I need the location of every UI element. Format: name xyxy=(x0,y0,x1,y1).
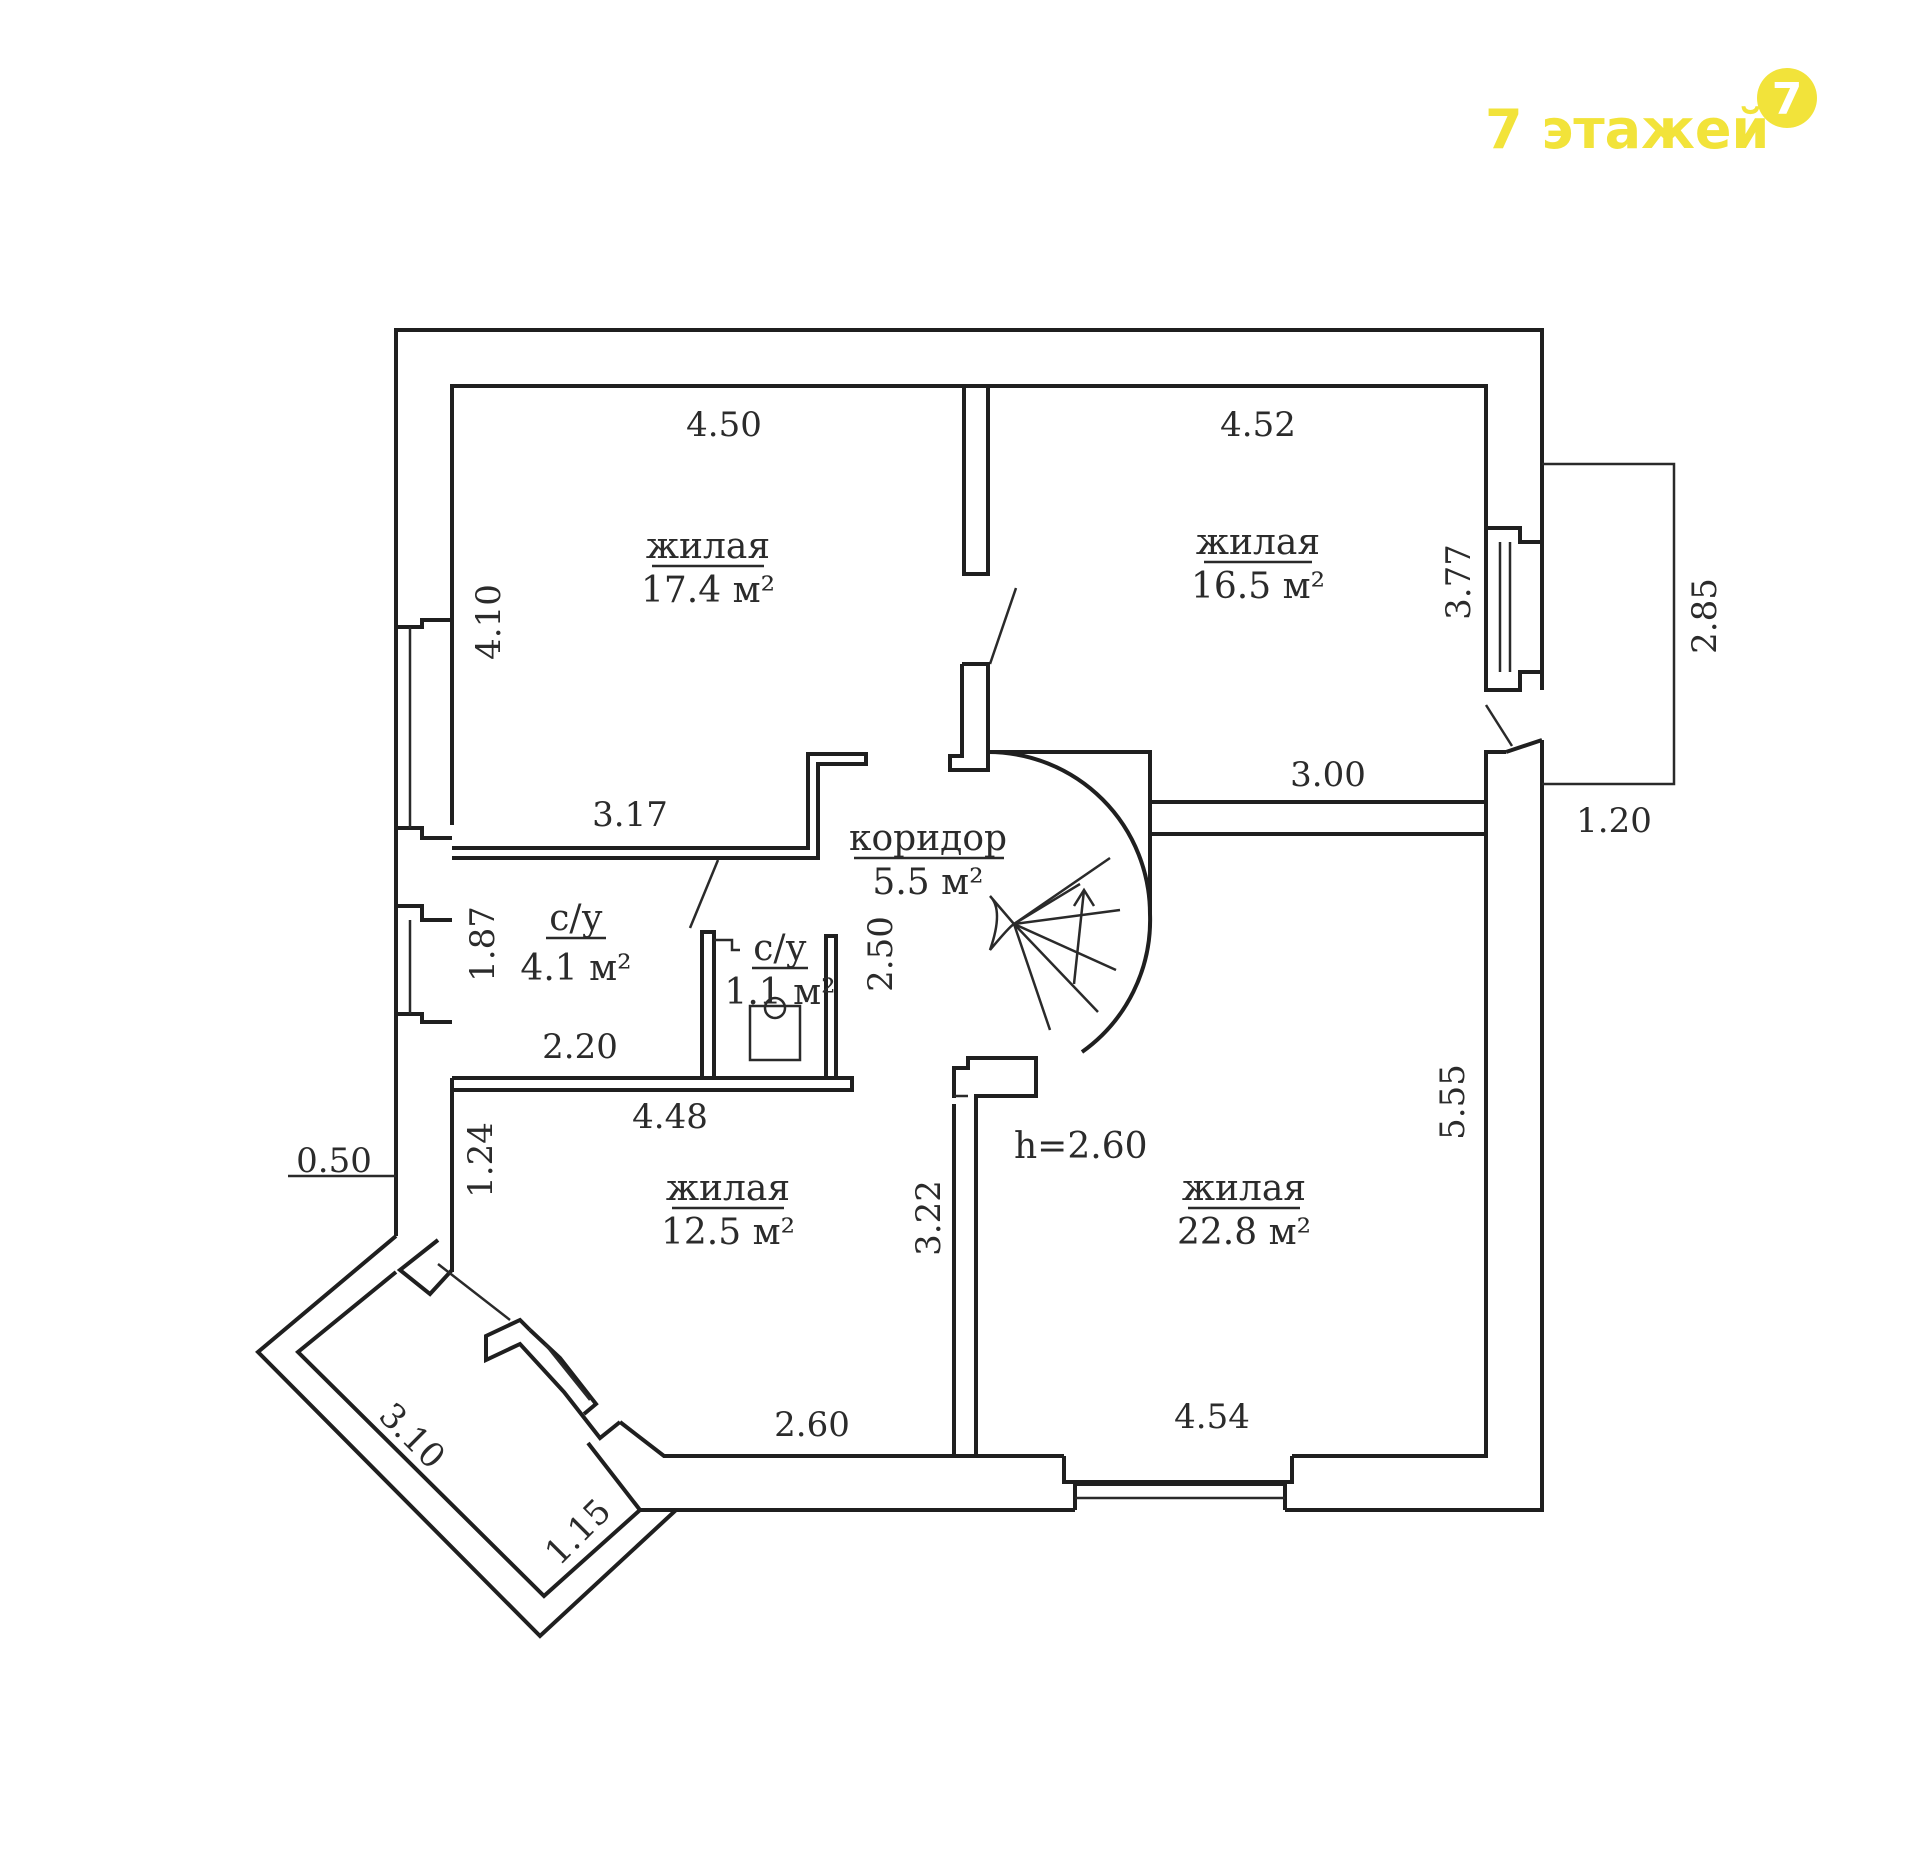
partition-top-center xyxy=(962,384,990,576)
room-label-top-right: жилая 16.5 м² xyxy=(1191,522,1325,607)
right-window-frame xyxy=(1486,526,1542,544)
toilet-bowl-icon xyxy=(763,996,787,1020)
dimension-lines xyxy=(288,462,1676,1178)
room-label-bath-small: с/у 1.1 м² xyxy=(724,928,835,1013)
bottom-window-frame xyxy=(1062,1456,1294,1484)
dim-label: 2.85 xyxy=(1685,578,1725,654)
bay-window-glass xyxy=(544,1343,591,1401)
dim-label: 1.15 xyxy=(537,1491,619,1573)
wall-room-tl-bottom xyxy=(452,752,868,860)
balcony-outer xyxy=(255,1234,678,1639)
brand-badge-digit: 7 xyxy=(1772,74,1803,125)
room-type-label: с/у xyxy=(753,928,806,969)
balcony-door-jamb xyxy=(1505,738,1543,754)
dim-label: 4.50 xyxy=(686,405,762,445)
dim-label: 0.50 xyxy=(296,1141,372,1181)
bath-small-wall xyxy=(714,938,740,952)
stair-lower-arc xyxy=(1080,752,1153,1054)
dim-label: 1.24 xyxy=(461,1122,501,1198)
room-label-bath-large: с/у 4.1 м² xyxy=(520,898,631,989)
bath-door-leaf xyxy=(688,859,720,929)
room-area-label: 17.4 м² xyxy=(641,570,775,611)
partition-stair-left xyxy=(948,662,990,772)
wall-bath-bottom xyxy=(452,1076,854,1092)
room-area-label: 1.1 м² xyxy=(724,972,835,1013)
partition-center-lower xyxy=(952,1056,1038,1458)
room-type-label: жилая xyxy=(666,1168,790,1209)
room-area-label: 12.5 м² xyxy=(661,1212,795,1253)
dim-label: 5.55 xyxy=(1433,1064,1473,1140)
room-type-label: с/у xyxy=(549,898,602,939)
dim-label: 4.48 xyxy=(632,1097,708,1137)
room-type-label: жилая xyxy=(1182,1168,1306,1209)
inner-wall-bottom xyxy=(618,1420,1064,1458)
dim-label: 4.52 xyxy=(1220,405,1296,445)
room-label-bottom-left: жилая 12.5 м² xyxy=(661,1168,795,1253)
brand-badge-icon xyxy=(1757,68,1817,128)
dim-label: 3.22 xyxy=(909,1180,949,1256)
dim-label: 4.10 xyxy=(469,584,509,660)
room-label-corridor: коридор 5.5 м² xyxy=(849,818,1007,903)
brand-name: 7 этажей xyxy=(1485,98,1769,161)
bay-window-frame xyxy=(528,1328,599,1416)
room-label-top-left: жилая 17.4 м² xyxy=(641,526,775,611)
balcony-inner xyxy=(295,1270,642,1599)
inner-wall-right xyxy=(1292,750,1506,1458)
left-window-middle-2 xyxy=(394,906,452,1024)
stair-arrow xyxy=(1072,889,1086,985)
dim-label: 2.50 xyxy=(861,916,901,992)
left-window-upper-2 xyxy=(394,627,452,840)
dim-label: 3.17 xyxy=(592,795,668,835)
dim-label: 2.60 xyxy=(774,1405,850,1445)
room-area-label: 22.8 м² xyxy=(1177,1212,1311,1253)
bay-inner-wall xyxy=(484,1317,622,1441)
dim-label: 1.20 xyxy=(1576,801,1652,841)
left-window-middle xyxy=(394,828,452,922)
room-area-label: 4.1 м² xyxy=(520,948,631,989)
right-window-frame-2 xyxy=(1484,528,1542,692)
room-type-label: жилая xyxy=(646,526,770,567)
wall-bath-divider xyxy=(700,930,716,1076)
wall-bath-small-right xyxy=(824,934,838,1076)
room-area-label: 5.5 м² xyxy=(872,862,983,903)
room-type-label: жилая xyxy=(1196,522,1320,563)
outer-wall-top xyxy=(394,328,1544,690)
room-label-bottom-right: жилая 22.8 м² xyxy=(1177,1168,1311,1253)
door-leaf-top-center xyxy=(988,587,1018,665)
toilet-icon xyxy=(748,1004,802,1062)
room-type-label: коридор xyxy=(849,818,1007,859)
ceiling-height-label: h=2.60 xyxy=(1014,1126,1148,1167)
bay-diagonal xyxy=(437,1263,511,1321)
balcony-door-leaf xyxy=(1484,704,1514,747)
walls xyxy=(255,328,1544,1639)
outer-wall-right xyxy=(1285,740,1544,1512)
dim-label: 2.20 xyxy=(542,1027,618,1067)
room-area-label: 16.5 м² xyxy=(1191,566,1325,607)
stair-steps xyxy=(988,856,1121,1031)
dim-label: 4.54 xyxy=(1174,1397,1250,1437)
left-window-upper xyxy=(396,618,452,629)
bay-side-wall xyxy=(396,1238,454,1297)
balcony-dimension-line xyxy=(1542,462,1676,786)
dim-label: 1.87 xyxy=(463,906,503,982)
dim-label: 3.77 xyxy=(1439,544,1479,620)
dim-label: 3.00 xyxy=(1290,755,1366,795)
brand-logo: 7 этажей 7 xyxy=(1485,68,1817,161)
